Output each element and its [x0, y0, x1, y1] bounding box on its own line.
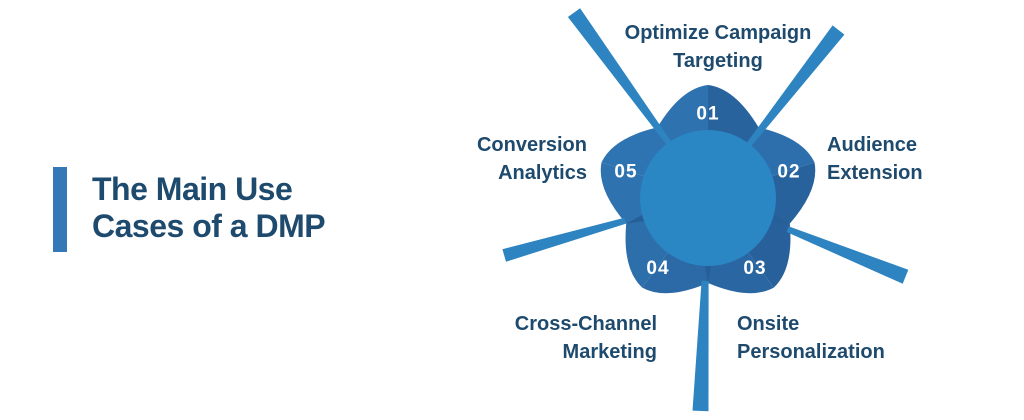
label-conversion-analytics: Conversion Analytics [387, 131, 587, 187]
title-accent-bar [53, 167, 67, 252]
label-audience-extension: Audience Extension [827, 131, 1024, 187]
page-title-line-1: The Main Use [92, 171, 293, 207]
label-line: Optimize Campaign [624, 22, 812, 44]
label-onsite-personalization: Onsite Personalization [737, 310, 957, 366]
center-circle [640, 130, 776, 266]
label-optimize-campaign-targeting: Optimize Campaign Targeting [518, 19, 918, 75]
page-title: The Main Use Cases of a DMP [92, 171, 326, 245]
ray-bottom-left [502, 217, 627, 262]
ray-top-right [740, 25, 845, 155]
petal-number-03: 03 [743, 258, 766, 279]
label-line: Extension [827, 162, 923, 184]
ray-bottom [692, 280, 709, 412]
label-line: Targeting [673, 50, 763, 72]
label-cross-channel-marketing: Cross-Channel Marketing [437, 310, 657, 366]
label-line: Conversion [476, 134, 587, 156]
label-line: Analytics [498, 162, 587, 184]
label-line: Cross-Channel [514, 313, 657, 335]
petal-number-05: 05 [614, 162, 637, 183]
label-line: Marketing [562, 341, 657, 363]
ray-top-left [567, 8, 678, 154]
petal-number-01: 01 [696, 104, 719, 125]
label-line: Onsite [737, 313, 800, 335]
petal-number-02: 02 [777, 162, 800, 183]
petal-number-04: 04 [646, 258, 669, 279]
label-line: Audience [827, 134, 918, 156]
ray-right [786, 226, 909, 284]
page-title-line-2: Cases of a DMP [92, 208, 326, 244]
label-line: Personalization [737, 341, 885, 363]
